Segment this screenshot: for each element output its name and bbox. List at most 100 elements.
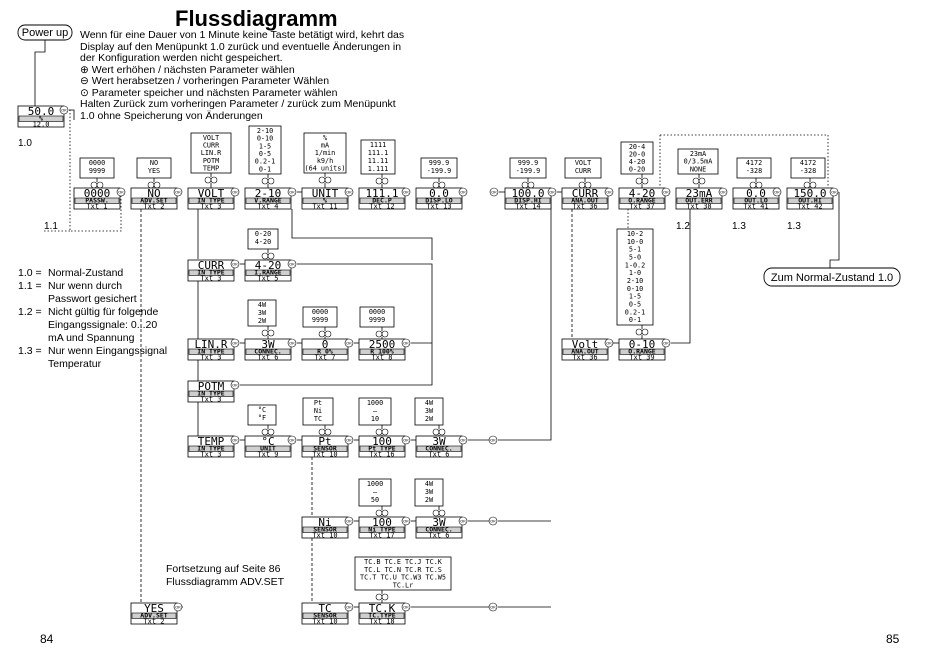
- text-ref: Txt 42: [797, 203, 822, 211]
- display-value: °C: [261, 435, 274, 448]
- display-value: CURR: [572, 187, 599, 200]
- option-value: -199.9: [427, 167, 452, 175]
- intro-down-line: ⊖ Wert herabsetzen / vorheringen Paramet…: [80, 75, 330, 87]
- ok-button-icon: [230, 338, 240, 348]
- power-up-label: Power up: [22, 27, 68, 39]
- svg-text:OK: OK: [460, 518, 466, 523]
- option-value: 1000: [367, 399, 383, 407]
- ok-button-icon: [458, 435, 468, 445]
- display-value: 150.0: [793, 187, 826, 200]
- option-value: TC.B TC.E TC.J TC.K: [364, 558, 443, 566]
- option-value: k9/h: [317, 157, 333, 165]
- option-value: 3W: [425, 488, 434, 496]
- option-value: 9999: [89, 167, 105, 175]
- ok-button-icon: [287, 435, 297, 445]
- text-ref: Txt 39: [629, 354, 654, 362]
- display-value: Volt: [572, 338, 599, 351]
- ok-button-icon: [401, 187, 411, 197]
- display-value: TEMP: [198, 435, 225, 448]
- svg-text:OK: OK: [663, 340, 669, 345]
- up-arrow-icon: [375, 593, 383, 601]
- down-arrow-icon: [324, 330, 332, 338]
- option-value: TC: [314, 415, 322, 423]
- legend: 1.0 =Normal-Zustand 1.1 =Nur wenn durch …: [18, 267, 168, 371]
- option-value: mA: [321, 142, 329, 150]
- text-ref: Txt 10: [312, 532, 337, 540]
- option-list: [677, 148, 719, 175]
- display-value: UNIT: [312, 187, 339, 200]
- option-value: 2W: [425, 496, 434, 504]
- text-ref: Txt 1: [86, 203, 107, 211]
- option-list: [247, 404, 277, 426]
- svg-text:OK: OK: [663, 189, 669, 194]
- svg-text:OK: OK: [490, 518, 496, 523]
- svg-text:OK: OK: [289, 261, 295, 266]
- text-ref: Txt 3: [200, 396, 221, 404]
- display-value: 100: [372, 516, 392, 529]
- option-list: [136, 157, 172, 179]
- legend-row: 1.3 =Nur wenn Eingangssignal Temperatur: [18, 345, 168, 370]
- down-arrow-icon: [381, 428, 389, 436]
- option-list: [302, 397, 334, 426]
- down-arrow-icon: [381, 593, 389, 601]
- ok-button-icon: [401, 516, 411, 526]
- option-value: 1/min: [315, 149, 335, 157]
- display-value: TC: [318, 602, 331, 615]
- ok-button-icon: [401, 602, 411, 612]
- parameter-caption: DEC.P: [372, 197, 392, 205]
- display-value: 0.0: [429, 187, 449, 200]
- ok-button-icon: [173, 187, 183, 197]
- down-arrow-icon: [381, 330, 389, 338]
- page-number-right: 85: [886, 632, 900, 646]
- display-value: 23mA: [686, 187, 713, 200]
- parameter-caption: SENSOR: [313, 526, 337, 534]
- display-value: VOLT: [198, 187, 225, 200]
- option-value: NONE: [690, 165, 706, 173]
- option-value: 0-1: [259, 165, 271, 173]
- down-arrow-icon: [381, 177, 389, 185]
- normal-state-label: Zum Normal-Zustand 1.0: [771, 272, 893, 284]
- option-value: CURR: [575, 167, 592, 175]
- option-list: [360, 139, 396, 175]
- display-value: CURR: [198, 259, 225, 272]
- option-list: [620, 141, 654, 175]
- display-value: 4-20: [629, 187, 656, 200]
- svg-text:OK: OK: [403, 340, 409, 345]
- text-ref: Txt 18: [369, 618, 394, 626]
- option-value: 4-20: [629, 158, 645, 166]
- text-ref: Txt 2: [143, 203, 164, 211]
- ok-button-icon: [287, 187, 297, 197]
- option-list: [190, 132, 232, 174]
- intro-line: Display auf den Menüpunkt 1.0 zurück und…: [80, 40, 402, 53]
- ok-button-icon: [772, 187, 782, 197]
- text-ref: Txt 6: [428, 532, 449, 540]
- down-arrow-icon: ⊖: [80, 75, 89, 87]
- display-value: 100: [372, 435, 392, 448]
- ok-button-icon: [718, 187, 728, 197]
- option-value: 4172: [800, 159, 816, 167]
- option-value: 0000: [312, 308, 328, 316]
- option-value: –: [373, 488, 378, 496]
- option-value: LIN.R: [201, 149, 222, 157]
- ok-button-icon: [547, 187, 557, 197]
- down-arrow-icon: [641, 328, 649, 336]
- parameter-caption: %: [39, 115, 43, 123]
- intro-line: 1.0 ohne Speicherung von Änderungen: [80, 109, 263, 122]
- up-arrow-icon: [261, 329, 269, 337]
- ok-button-icon: [604, 187, 614, 197]
- ok-button-icon: [344, 338, 354, 348]
- text-ref: Txt 5: [257, 275, 278, 283]
- parameter-caption: Ni TYPE: [368, 526, 395, 534]
- note-1-0: 1.0: [18, 138, 32, 149]
- option-value: 2W: [258, 317, 267, 325]
- down-arrow-icon: [324, 428, 332, 436]
- option-value: °C: [258, 406, 266, 414]
